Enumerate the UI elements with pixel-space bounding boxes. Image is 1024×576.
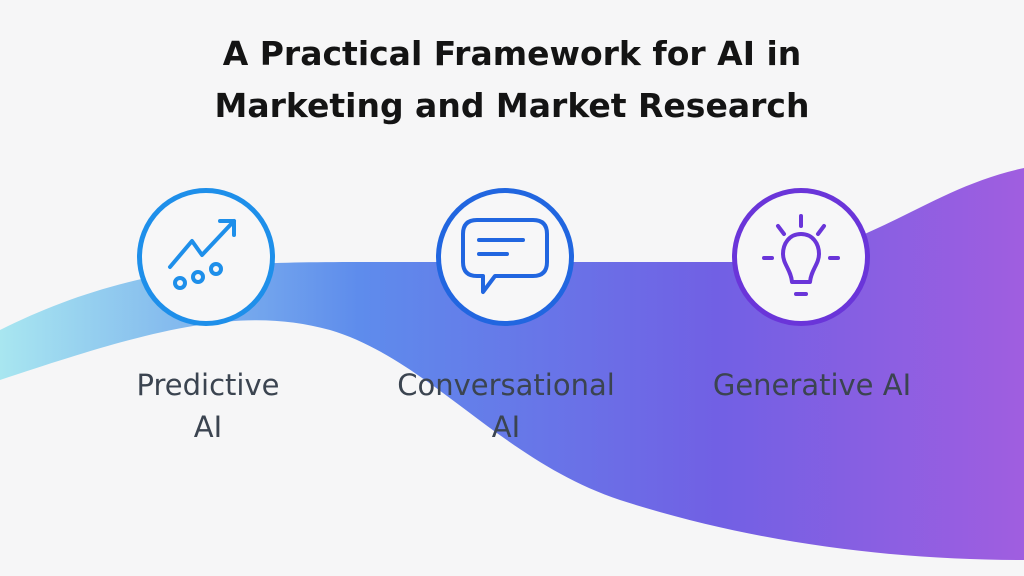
lightbulb-icon [762, 214, 840, 296]
predictive-ai-circle [137, 188, 275, 326]
generative-ai-circle [732, 188, 870, 326]
predictive-ai-label: Predictive AI [136, 368, 280, 444]
conversational-ai-label: Conversational AI [397, 368, 615, 444]
page-title: A Practical Framework for AI in Marketin… [214, 34, 810, 125]
generative-ai-label: Generative AI [712, 368, 912, 402]
trend-chart-icon [168, 219, 236, 290]
chat-bubble-icon [461, 218, 549, 294]
conversational-ai-circle [436, 188, 574, 326]
